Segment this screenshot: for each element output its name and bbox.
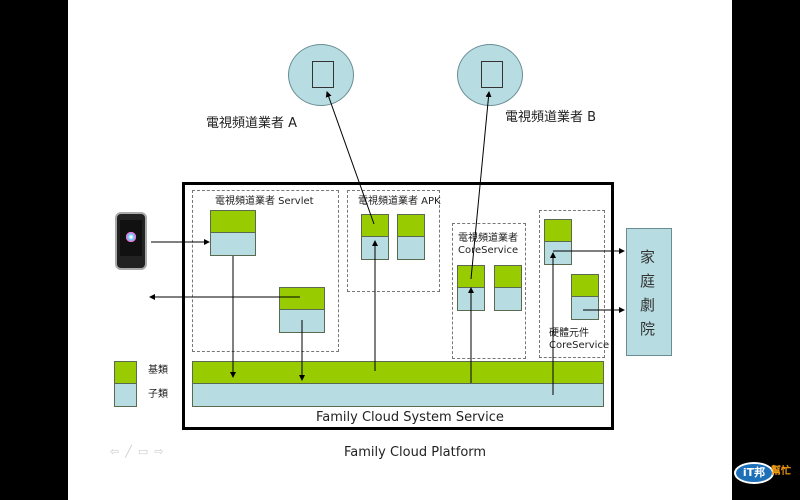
apk-group [347,190,440,292]
platform-frame [182,182,614,430]
coreservice-group-label-1: 電視頻道業者 [458,233,518,244]
home-theater-box [626,228,672,356]
servlet-group [192,190,339,352]
provider-b-label: 電視頻道業者 B [505,110,597,125]
next-arrow-icon[interactable]: ⇨ [154,445,170,458]
servlet-group-label: 電視頻道業者 Servlet [215,196,314,207]
provider-b-endpoint [481,61,503,88]
home-theater-label: 家庭劇院 [640,248,656,338]
apk-group-label: 電視頻道業者 APK [358,196,441,207]
watermark-logo: iT邦 [734,462,774,484]
provider-a-label: 電視頻道業者 A [206,116,298,131]
apk-component-2 [397,214,425,260]
prev-arrow-icon[interactable]: ⇦ [110,445,126,458]
legend-base-class-label: 基類 [148,365,168,376]
hardware-group-label-2: CoreService [549,340,610,351]
hardware-component-1 [544,219,572,265]
provider-a-endpoint [312,61,334,88]
platform-title: Family Cloud Platform [344,445,487,460]
hardware-group-label-1: 硬體元件 [549,328,589,339]
legend-swatch [114,361,137,407]
watermark-subtext: 幫忙 [771,466,791,477]
coreservice-component-2 [494,265,522,311]
servlet-component-1 [210,210,256,256]
menu-icon[interactable]: ▭ [137,445,155,458]
hardware-component-2 [571,274,599,320]
coreservice-group [452,223,526,359]
system-service-bar [192,361,604,407]
legend-sub-class-label: 子類 [148,389,168,400]
arrow-coreservice-to-provider-b [470,91,492,280]
slide-nav: ⇦╱▭⇨ [110,446,169,458]
system-service-label: Family Cloud System Service [316,410,504,425]
coreservice-group-label-2: CoreService [458,245,519,256]
provider-a-circle [288,44,354,106]
provider-b-circle [457,44,523,106]
pen-icon[interactable]: ╱ [125,445,138,458]
arrow-apk-to-provider-a [325,91,375,225]
hardware-group [539,210,605,358]
phone-icon [115,212,147,270]
